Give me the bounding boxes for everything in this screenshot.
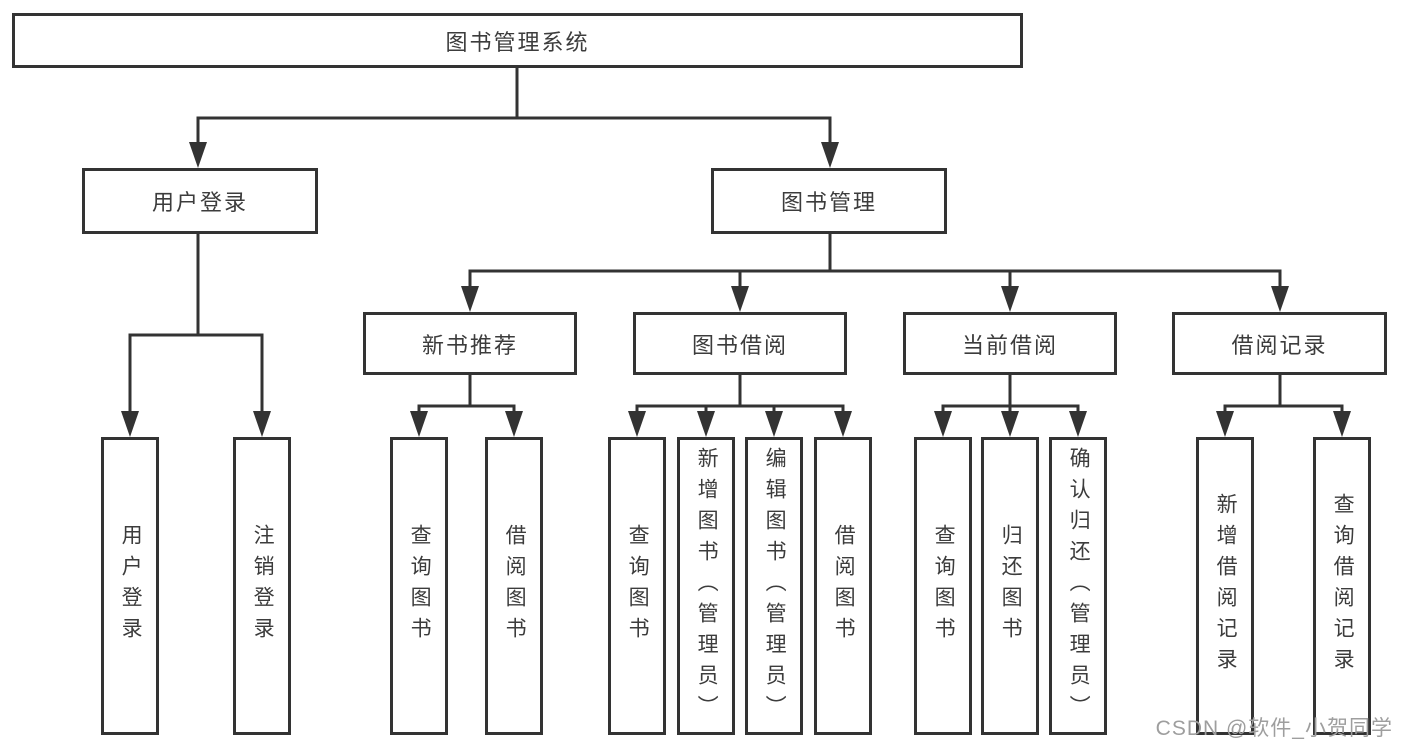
node-label: 当前借阅 [961, 332, 1058, 358]
node-book-borrowing: 图书借阅 [633, 312, 847, 375]
node-return-books: 归还图书 [981, 437, 1039, 735]
arrowhead-icon [253, 411, 271, 437]
node-borrow-books: 借阅图书 [814, 437, 872, 735]
arrowhead-icon [505, 411, 523, 437]
node-user-login: 用户登录 [82, 168, 318, 234]
node-query-books-recommend: 查询图书 [390, 437, 448, 735]
node-label: 新书推荐 [421, 332, 518, 358]
node-borrow-books-recommend: 借阅图书 [485, 437, 543, 735]
arrowhead-icon [628, 411, 646, 437]
arrowhead-icon [461, 286, 479, 312]
arrowhead-icon [189, 142, 207, 168]
node-book-management: 图书管理 [711, 168, 947, 234]
node-new-book-recommendation: 新书推荐 [363, 312, 577, 375]
node-label: 用户登录 [119, 524, 143, 648]
node-label: 归还图书 [999, 524, 1023, 648]
node-label: 用户登录 [151, 190, 248, 215]
arrowhead-icon [834, 411, 852, 437]
node-label: 确认归还（管理员） [1067, 446, 1091, 726]
node-label: 借阅图书 [832, 524, 856, 648]
node-logout: 注销登录 [233, 437, 291, 735]
node-label: 注销登录 [251, 524, 275, 648]
arrowhead-icon [821, 142, 839, 168]
csdn-watermark: CSDN @软件_小贺同学 [1155, 717, 1393, 740]
arrowhead-icon [731, 286, 749, 312]
node-add-book-admin: 新增图书（管理员） [677, 437, 735, 735]
node-label: 借阅图书 [503, 524, 527, 648]
node-query-borrow-record: 查询借阅记录 [1313, 437, 1371, 735]
node-current-borrowing: 当前借阅 [903, 312, 1117, 375]
node-label: 查询图书 [932, 524, 956, 648]
node-label: 图书管理 [780, 190, 877, 215]
node-label: 图书管理系统 [445, 29, 590, 55]
arrowhead-icon [1271, 286, 1289, 312]
arrowhead-icon [934, 411, 952, 437]
arrowhead-icon [765, 411, 783, 437]
node-label: 新增借阅记录 [1214, 493, 1238, 679]
node-label: 图书借阅 [691, 332, 788, 358]
node-query-books-current: 查询图书 [914, 437, 972, 735]
node-confirm-return-admin: 确认归还（管理员） [1049, 437, 1107, 735]
node-label: 查询借阅记录 [1331, 493, 1355, 679]
node-label: 编辑图书（管理员） [763, 446, 787, 726]
arrowhead-icon [1001, 286, 1019, 312]
node-edit-book-admin: 编辑图书（管理员） [745, 437, 803, 735]
arrowhead-icon [1333, 411, 1351, 437]
node-label: 新增图书（管理员） [695, 446, 719, 726]
node-label: 查询图书 [626, 524, 650, 648]
arrowhead-icon [121, 411, 139, 437]
node-add-borrow-record: 新增借阅记录 [1196, 437, 1254, 735]
arrowhead-icon [1001, 411, 1019, 437]
node-label: 借阅记录 [1231, 332, 1328, 358]
arrowhead-icon [1069, 411, 1087, 437]
node-user-login-leaf: 用户登录 [101, 437, 159, 735]
node-borrowing-records: 借阅记录 [1172, 312, 1387, 375]
arrowhead-icon [697, 411, 715, 437]
node-query-books-borrowing: 查询图书 [608, 437, 666, 735]
arrowhead-icon [410, 411, 428, 437]
node-library-management-system: 图书管理系统 [12, 13, 1023, 68]
node-label: 查询图书 [408, 524, 432, 648]
arrowhead-icon [1216, 411, 1234, 437]
